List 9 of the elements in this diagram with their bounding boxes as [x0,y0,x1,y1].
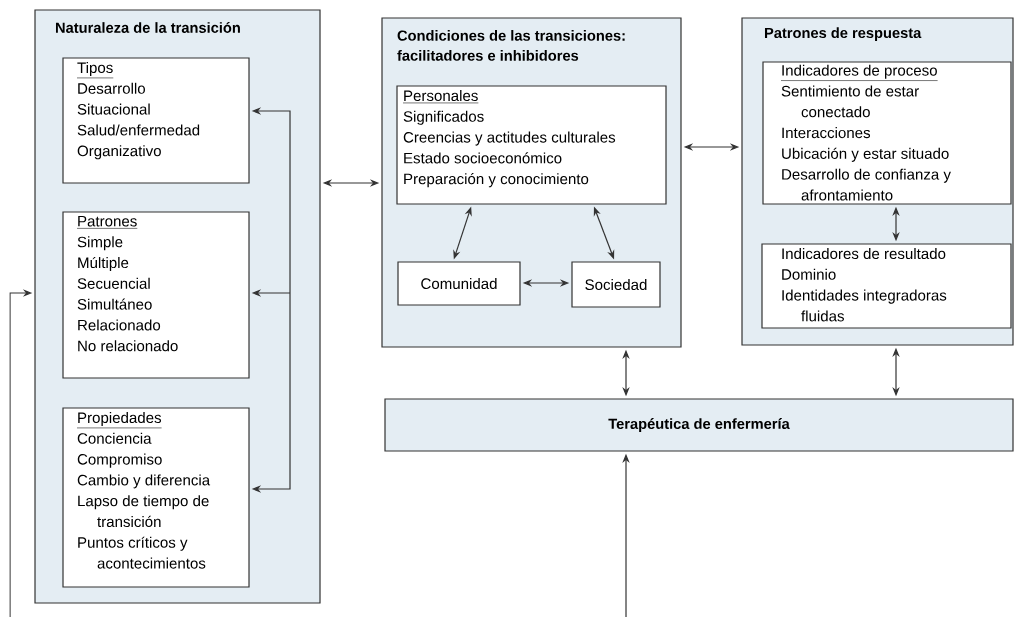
process-box: Sociedad [571,261,661,308]
list-box: Patrones Simple Múltiple Secuencial Simultáneo Relacionado No relacionado [62,211,250,379]
list-box: Indicadores de proceso Sentimiento de estar conectado Interacciones Ubicación y estar situado Desarrollo de confianza y afrontamiento [762,61,1012,205]
list-box: Personales Significados Creencias y actitudes culturales Estado socioeconómico Preparación y conocimiento [396,85,667,205]
process-band: Terapéutica de enfermería [384,398,1014,452]
process-box: Comunidad [397,261,521,306]
list-box: Propiedades Conciencia Compromiso Cambio y diferencia Lapso de tiempo de transición Puntos críticos y acontecimientos [62,407,250,588]
list-box: Indicadores de resultado Dominio Identidades integradoras fluidas [761,243,1012,329]
list-box: Tipos Desarrollo Situacional Salud/enfermedad Organizativo [62,57,250,184]
